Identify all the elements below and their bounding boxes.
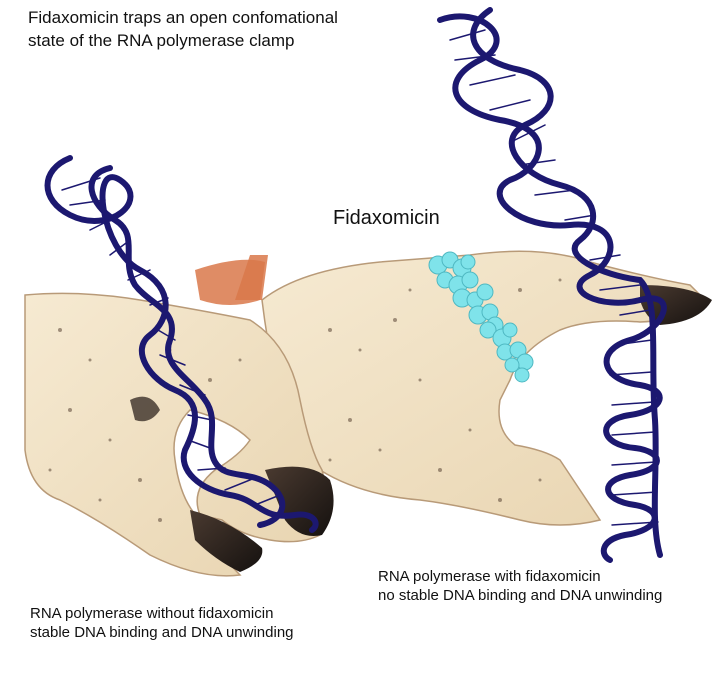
left-dna-strand-a: [44, 155, 319, 533]
right-dna-strand-b: [470, 7, 663, 558]
right-claw-tip-upper: [640, 285, 712, 325]
right-dna-base-pairs: [449, 29, 659, 526]
caption-without-fidaxomicin: RNA polymerase without fidaxomicin stabl…: [30, 605, 294, 641]
right-dna-strand-a: [437, 13, 667, 563]
fidaxomicin-molecule: [428, 251, 534, 383]
left-claw-orange-patch: [195, 259, 265, 305]
left-dna-strand-b: [88, 165, 286, 528]
left-dna-base-pairs: [61, 177, 281, 506]
caption-with-fidaxomicin: RNA polymerase with fidaxomicin no stabl…: [378, 568, 663, 604]
left-dna-helix: [44, 155, 319, 533]
left-claw-dark-patch: [130, 396, 160, 422]
right-dna-helix: [437, 7, 667, 563]
diagram-title: Fidaxomicin traps an open confomational …: [28, 8, 338, 50]
fidaxomicin-label: Fidaxomicin: [333, 207, 440, 229]
left-claw-tip-lower: [190, 510, 263, 572]
